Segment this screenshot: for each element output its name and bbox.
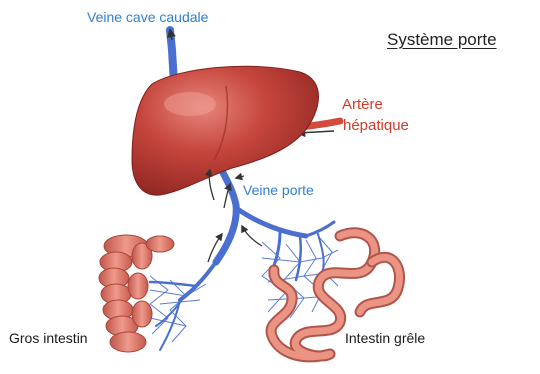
label-artere-hepatique-line2: hépatique	[343, 118, 409, 133]
label-gros-intestin: Gros intestin	[9, 331, 88, 345]
label-artere-hepatique-line1: Artère	[342, 97, 383, 112]
label-intestin-grele: Intestin grêle	[345, 331, 425, 345]
portal-arrow-icon	[236, 176, 244, 178]
label-veine-cave-caudale: Veine cave caudale	[87, 10, 208, 24]
label-veine-porte: Veine porte	[243, 183, 314, 197]
diagram-title: Système porte	[387, 31, 497, 48]
flow-arrow-icon	[242, 226, 262, 246]
